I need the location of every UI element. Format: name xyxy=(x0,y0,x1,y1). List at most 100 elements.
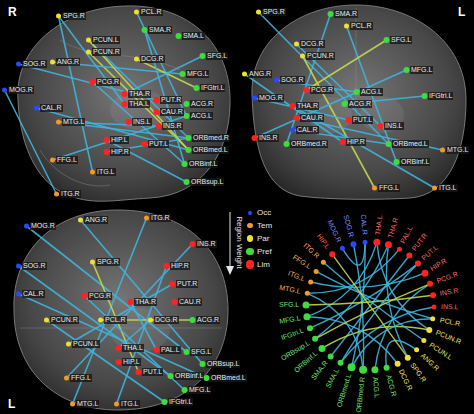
region-label: MFG.L xyxy=(410,66,433,74)
region-label: ANG.R xyxy=(56,58,80,66)
region-dot xyxy=(50,158,55,163)
panel-letter: L xyxy=(458,6,465,19)
region-label: HIP.L xyxy=(122,358,141,366)
region-dot xyxy=(156,123,162,129)
region-dot xyxy=(348,363,356,371)
region-dot xyxy=(319,345,326,352)
region-dot xyxy=(134,10,139,15)
circle-label: ORBmed.L xyxy=(335,372,353,409)
region-dot xyxy=(256,10,261,15)
region-label: THA.R xyxy=(296,102,319,110)
region-dot xyxy=(426,327,432,333)
region-dot xyxy=(252,135,258,141)
region-label: FFG.L xyxy=(378,184,400,192)
region-dot xyxy=(328,11,334,17)
region-label: ACG.L xyxy=(190,112,213,120)
region-label: ORBsup.L xyxy=(190,178,224,186)
connection-line xyxy=(107,140,187,182)
region-label: DCG.R xyxy=(154,316,179,324)
region-dot xyxy=(114,402,119,407)
circle-label: ORBmed.R xyxy=(354,375,366,413)
region-label: CAL.R xyxy=(40,104,63,112)
region-dot xyxy=(329,251,335,257)
region-label: CAU.R xyxy=(300,114,324,122)
region-dot xyxy=(431,304,436,309)
region-dot xyxy=(404,67,410,73)
circle-label: MTG.L xyxy=(278,284,303,296)
region-dot xyxy=(170,281,176,287)
region-dot xyxy=(200,53,206,59)
region-label: MTG.L xyxy=(62,118,85,126)
region-label: HIP.R xyxy=(346,138,366,146)
region-dot xyxy=(56,14,61,19)
region-label: PUT.L xyxy=(148,140,169,148)
region-dot xyxy=(190,317,196,323)
region-label: PCG.R xyxy=(310,86,334,94)
region-dot xyxy=(90,79,96,85)
region-dot xyxy=(122,101,128,107)
region-dot xyxy=(98,318,103,323)
region-dot xyxy=(144,216,149,221)
region-dot xyxy=(168,373,174,379)
connection-line xyxy=(93,82,185,164)
region-dot xyxy=(303,302,310,309)
region-label: MFG.L xyxy=(188,386,211,394)
region-label: SOG.R xyxy=(22,262,47,270)
region-label: FFG.L xyxy=(56,156,78,164)
region-dot xyxy=(116,345,122,351)
region-label: ORBmed.R xyxy=(192,134,230,142)
region-label: ANG.R xyxy=(248,70,272,78)
region-dot xyxy=(2,88,7,93)
region-label: ORBmed.R xyxy=(290,140,328,148)
region-dot xyxy=(16,62,21,67)
region-dot xyxy=(86,50,91,55)
region-label: HIP.L xyxy=(110,136,129,144)
region-dot xyxy=(342,101,348,107)
legend-text: Lim xyxy=(257,260,270,269)
region-dot xyxy=(184,113,190,119)
region-dot xyxy=(359,366,367,374)
chord-line xyxy=(341,264,418,363)
circle-label: HIP.R xyxy=(428,256,449,273)
region-label: ACG.R xyxy=(190,100,214,108)
region-label: ITG.R xyxy=(150,214,171,222)
region-dot xyxy=(305,291,310,296)
region-label: PCUN.L xyxy=(72,340,100,348)
chord-line xyxy=(315,284,430,339)
circle-label: ITG.L xyxy=(286,269,307,284)
region-dot xyxy=(430,316,435,321)
region-dot xyxy=(303,313,310,320)
region-dot xyxy=(414,347,419,352)
region-label: PCG.R xyxy=(88,292,112,300)
region-label: ORBmed.L xyxy=(192,146,229,154)
region-label: ITG.L xyxy=(120,400,140,408)
region-label: SFG.L xyxy=(206,52,228,60)
region-dot xyxy=(312,336,318,342)
connection-line xyxy=(67,244,193,378)
region-label: ANG.R xyxy=(84,216,108,224)
region-dot xyxy=(384,365,390,371)
region-label: THA.R xyxy=(134,298,157,306)
legend-swatch xyxy=(246,248,254,256)
circle-label: SOG.R xyxy=(342,214,356,240)
legend-text: Par xyxy=(257,234,269,243)
region-label: THA.L xyxy=(128,100,150,108)
axis-label: Region Weight xyxy=(234,216,243,268)
connection-line xyxy=(255,70,407,138)
region-label: ACG.R xyxy=(348,100,372,108)
region-label: MOG.R xyxy=(30,222,56,230)
circle-label: ACG.R xyxy=(384,373,398,398)
region-dot xyxy=(184,179,190,185)
region-dot xyxy=(82,293,88,299)
connection-line xyxy=(245,74,343,142)
region-label: CAU.R xyxy=(178,298,202,306)
region-dot xyxy=(184,349,190,355)
region-dot xyxy=(78,218,83,223)
region-label: INS.L xyxy=(132,118,152,126)
region-label: MFG.L xyxy=(186,70,209,78)
region-dot xyxy=(422,93,428,99)
region-dot xyxy=(200,361,206,367)
region-dot xyxy=(154,97,160,103)
region-dot xyxy=(440,148,445,153)
